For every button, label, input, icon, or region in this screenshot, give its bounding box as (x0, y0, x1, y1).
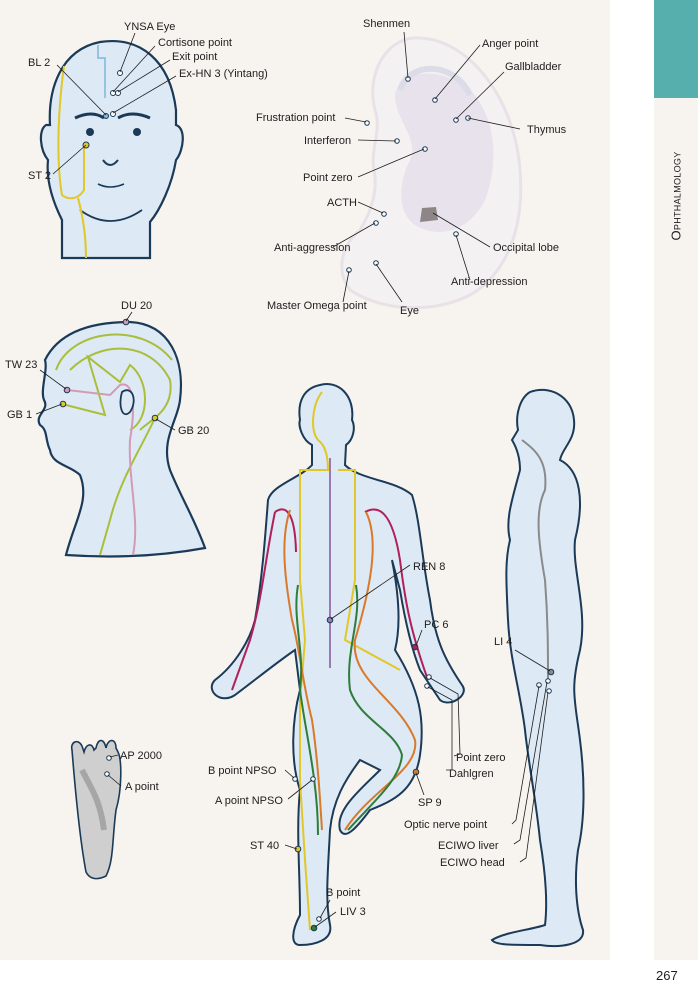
label-eciwo-head: ECIWO head (440, 857, 505, 869)
front-head-figure: YNSA Eye Cortisone point Exit point Ex-H… (28, 21, 268, 260)
label-shenmen: Shenmen (363, 18, 410, 30)
label-liv-3: LIV 3 (340, 906, 366, 918)
label-st-2: ST 2 (28, 170, 51, 182)
page-number: 267 (656, 968, 678, 983)
side-head-figure: DU 20 TW 23 GB 1 GB 20 (5, 300, 209, 558)
ear-figure: Shenmen Anger point Gallbladder Thymus F… (256, 18, 567, 317)
label-anti-depression: Anti-depression (451, 276, 527, 288)
label-frustration-point: Frustration point (256, 112, 335, 124)
label-ynsa-eye: YNSA Eye (124, 21, 175, 33)
label-sp-9: SP 9 (418, 797, 442, 809)
label-master-omega-point: Master Omega point (267, 300, 367, 312)
side-body-figure: LI 4 Optic nerve point ECIWO liver ECIWO… (404, 388, 585, 948)
label-point-zero-ear: Point zero (303, 172, 353, 184)
section-tab-strip (654, 0, 698, 960)
label-occipital-lobe: Occipital lobe (493, 242, 559, 254)
label-ex-hn-3: Ex-HN 3 (Yintang) (179, 68, 268, 80)
label-eciwo-liver: ECIWO liver (438, 840, 499, 852)
label-interferon: Interferon (304, 135, 351, 147)
label-acth: ACTH (327, 197, 357, 209)
label-cortisone-point: Cortisone point (158, 37, 232, 49)
label-exit-point: Exit point (172, 51, 217, 63)
label-point-zero-body: Point zero (456, 752, 506, 764)
label-gb-20: GB 20 (178, 425, 209, 437)
front-body-figure: REN 8 PC 6 Point zero Dahlgren B point N… (208, 383, 506, 947)
label-st-40: ST 40 (250, 840, 279, 852)
label-anger-point: Anger point (482, 38, 538, 50)
label-du-20: DU 20 (121, 300, 152, 312)
label-ren-8: REN 8 (413, 561, 445, 573)
label-a-point: A point (125, 781, 159, 793)
label-optic-nerve-point: Optic nerve point (404, 819, 487, 831)
label-pc-6: PC 6 (424, 619, 448, 631)
label-li-4: LI 4 (494, 636, 512, 648)
label-anti-aggression: Anti-aggression (274, 242, 350, 254)
foot-figure: AP 2000 A point (70, 739, 162, 880)
label-a-point-npso: A point NPSO (215, 795, 283, 807)
label-gb-1: GB 1 (7, 409, 32, 421)
label-b-point: B point (326, 887, 360, 899)
label-b-point-npso: B point NPSO (208, 765, 277, 777)
label-tw-23: TW 23 (5, 359, 37, 371)
label-dahlgren: Dahlgren (449, 768, 494, 780)
label-bl-2: BL 2 (28, 57, 50, 69)
label-gallbladder: Gallbladder (505, 61, 562, 73)
label-ap-2000: AP 2000 (120, 750, 162, 762)
label-thymus: Thymus (527, 124, 567, 136)
section-tab-accent (654, 0, 698, 98)
label-eye: Eye (400, 305, 419, 317)
